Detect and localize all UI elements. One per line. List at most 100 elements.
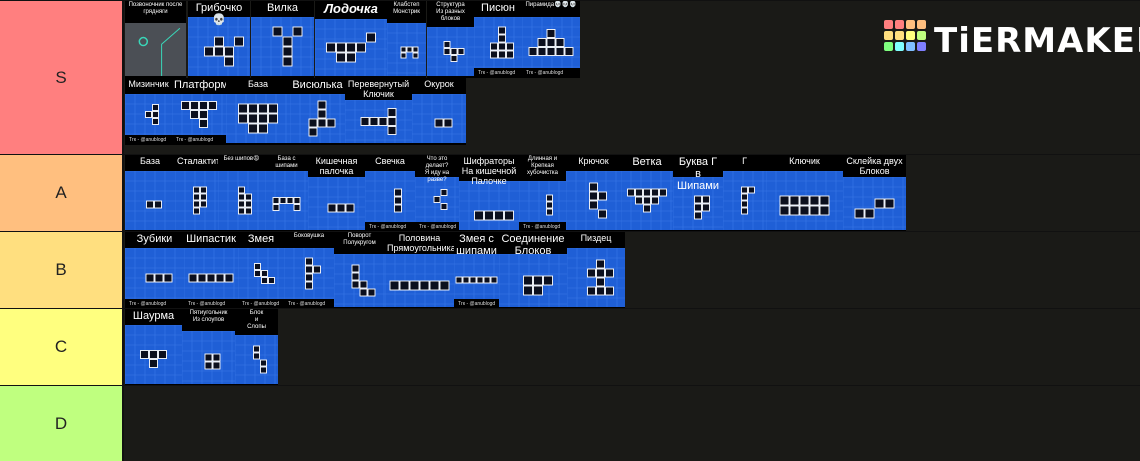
block-shape-image [251, 17, 314, 76]
item-caption: Г [742, 156, 747, 166]
tier-item[interactable]: База [226, 78, 290, 145]
block-shape-image [284, 248, 334, 299]
tier-row-d[interactable]: D [0, 385, 1140, 461]
item-caption: Вилка [266, 2, 299, 14]
item-caption: Поворот Полукругом [343, 233, 376, 246]
item-caption: Клабстеп Монстрик [393, 2, 420, 15]
block-shape-image [673, 177, 723, 230]
tier-item[interactable]: Склейка двух Блоков [843, 155, 906, 232]
item-caption: Кишечная палочка [315, 156, 358, 176]
item-credit: Тгк - @anublogd [369, 224, 407, 230]
item-caption: Окурок [424, 79, 454, 89]
tier-item[interactable]: Пирамида💀💀💀Тгк - @anublogd [522, 1, 580, 78]
tier-label[interactable]: D [0, 386, 124, 461]
logo-grid-cell [917, 20, 926, 29]
block-shape-image [334, 254, 385, 307]
tier-item[interactable]: Ветка [621, 155, 673, 232]
item-caption: Змея [247, 233, 275, 245]
block-shape-image [365, 171, 415, 222]
tier-item[interactable]: Крючок [566, 155, 621, 232]
tier-item[interactable]: База с шипами [265, 155, 308, 232]
block-shape-image [125, 171, 175, 230]
tier-item[interactable]: Буква Г в Шипами [673, 155, 723, 232]
tier-item[interactable]: Позвоночник после грядняги [125, 1, 186, 78]
tier-item[interactable]: Что это делает? Я иду на разве?Тгк - @an… [415, 155, 459, 232]
tier-item[interactable]: Перевернутый Ключик [345, 78, 412, 145]
tier-label[interactable]: B [0, 232, 124, 308]
block-shape-image [226, 94, 290, 143]
tier-item[interactable]: Пятиугольник Из слоупов [182, 309, 235, 386]
block-shape-image [427, 27, 474, 76]
tier-item[interactable]: Половина Прямоугольника [385, 232, 454, 309]
tier-item[interactable]: Клабстеп Монстрик [387, 1, 426, 78]
tier-item[interactable]: Шифраторы На кишечной Палочке [459, 155, 519, 232]
item-caption: Пирамида💀💀💀 [525, 2, 577, 8]
tier-label[interactable]: A [0, 155, 124, 231]
item-caption: Платформа [174, 79, 226, 91]
block-shape-image [125, 325, 182, 384]
tier-item[interactable]: Соединение Блоков [499, 232, 567, 309]
tier-item[interactable]: Окурок [412, 78, 466, 145]
tier-item[interactable]: Висюлька [290, 78, 345, 145]
item-caption: Писюн [481, 2, 515, 14]
tier-item[interactable]: Блок и Слопы [235, 309, 278, 386]
block-shape-image [218, 171, 265, 230]
tier-items-area[interactable] [125, 386, 1140, 461]
item-caption: Шипастик [186, 233, 236, 245]
tier-item[interactable]: Лодочка [315, 1, 387, 78]
item-caption: Половина Прямоугольника [387, 233, 454, 253]
tier-item[interactable]: Сталактит [175, 155, 218, 232]
logo-grid-cell [917, 31, 926, 40]
tiermaker-logo[interactable]: TiERMAKER [884, 20, 1140, 62]
item-credit: Тгк - @anublogd [129, 301, 167, 307]
tier-item[interactable]: Грибочко 💀 [188, 1, 250, 78]
item-caption: Что это делает? Я иду на разве? [424, 156, 450, 183]
item-caption: Шаурма [132, 310, 175, 322]
tier-item[interactable]: Без шипов😡 [218, 155, 265, 232]
tier-item[interactable]: Кишечная палочка [308, 155, 365, 232]
block-shape-image [567, 248, 625, 307]
block-shape-image [315, 19, 387, 76]
tier-item[interactable]: Шаурма [125, 309, 182, 386]
tier-item[interactable]: Ключик [766, 155, 843, 232]
block-shape-image [385, 254, 454, 307]
tier-item[interactable]: Вилка [251, 1, 314, 78]
logo-grid-cell [884, 31, 893, 40]
tier-item[interactable]: ПлатформаТгк - @anublogd [172, 78, 226, 145]
item-credit: Тгк - @anublogd [458, 301, 496, 307]
block-shape-image [621, 171, 673, 230]
item-caption: Ветка [632, 156, 662, 168]
block-shape-image [125, 94, 172, 135]
tier-label[interactable]: S [0, 1, 124, 154]
tier-item[interactable]: Поворот Полукругом [334, 232, 385, 309]
item-credit: Тгк - @anublogd [478, 70, 516, 76]
item-credit: Тгк - @anublogd [523, 224, 561, 230]
tier-item[interactable]: Г [723, 155, 766, 232]
logo-grid-cell [906, 31, 915, 40]
block-shape-image [125, 23, 186, 76]
tier-item[interactable]: База [125, 155, 175, 232]
tier-item[interactable]: Пиздец [567, 232, 625, 309]
item-caption: Склейка двух Блоков [846, 156, 903, 176]
item-caption: База [248, 79, 268, 89]
tier-label[interactable]: C [0, 309, 124, 385]
tier-item[interactable]: Структура Из разных блоков [427, 1, 474, 78]
